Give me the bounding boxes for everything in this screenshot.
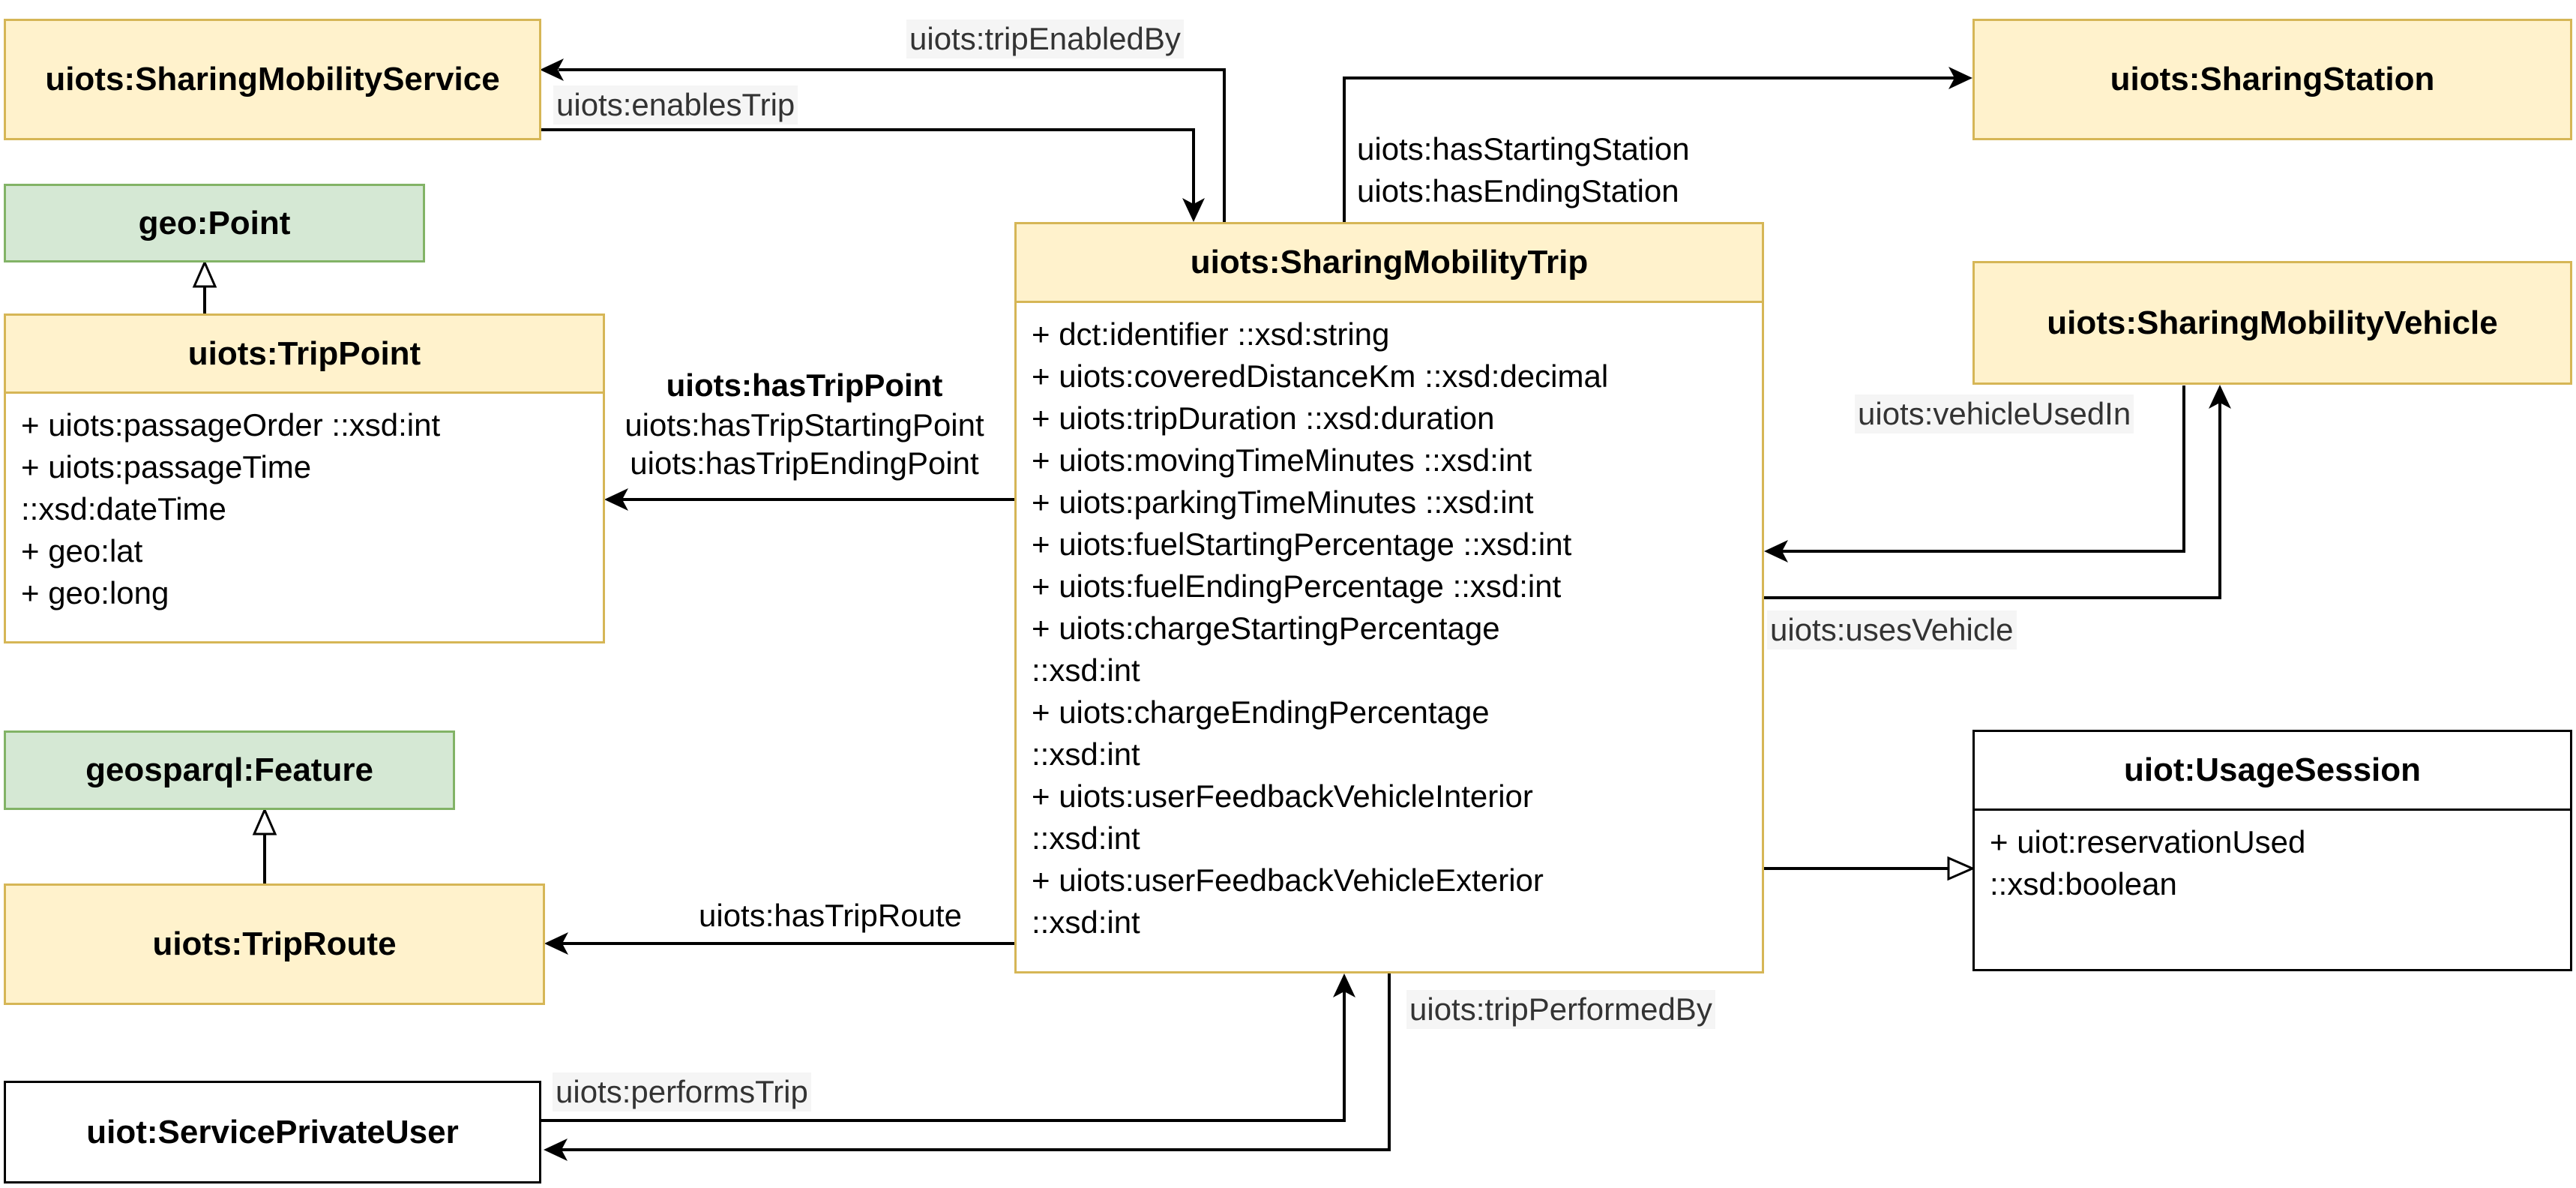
class-sharing-mobility-service[interactable]: uiots:SharingMobilityService — [4, 19, 541, 140]
attribute-line: + uiots:passageTime — [21, 449, 312, 484]
class-sharing-mobility-vehicle[interactable]: uiots:SharingMobilityVehicle — [1972, 261, 2572, 385]
label-has-trip-route: uiots:hasTripRoute — [699, 898, 962, 933]
class-title: uiots:TripRoute — [152, 926, 397, 962]
class-service-private-user[interactable]: uiot:ServicePrivateUser — [4, 1081, 541, 1184]
label-has-trip-starting-point: uiots:hasTripStartingPoint — [625, 407, 984, 442]
arrowhead-user — [544, 1138, 568, 1161]
edge-trip-performed-by — [559, 974, 1391, 1151]
edge-trip-enabled-by — [559, 68, 1226, 222]
hollow-arrow-feature — [252, 807, 277, 836]
class-sharing-mobility-trip[interactable]: uiots:SharingMobilityTrip + dct:identifi… — [1014, 222, 1764, 974]
class-title: geosparql:Feature — [85, 752, 373, 788]
edge-performs-trip — [541, 990, 1346, 1122]
attribute-line: ::xsd:int — [1032, 904, 1140, 940]
edge-station — [1343, 76, 1957, 222]
edge-uses-vehicle — [1764, 400, 2221, 599]
arrowhead-trip-top — [1182, 198, 1205, 222]
attribute-line: + uiots:userFeedbackVehicleExterior — [1032, 862, 1544, 898]
attribute-list: + uiots:passageOrder ::xsd:int+ uiots:pa… — [6, 394, 603, 625]
attribute-list: + uiot:reservationUsed::xsd:boolean — [1975, 811, 2570, 916]
label-performs-trip: uiots:performsTrip — [553, 1072, 811, 1112]
label-has-ending-station: uiots:hasEndingStation — [1357, 173, 1679, 208]
class-geo-point[interactable]: geo:Point — [4, 184, 425, 262]
attribute-line: ::xsd:int — [1032, 736, 1140, 772]
arrowhead-trip-bottom — [1333, 974, 1355, 998]
label-enables-trip: uiots:enablesTrip — [553, 86, 798, 124]
attribute-line: + uiots:userFeedbackVehicleInterior — [1032, 778, 1533, 814]
attribute-line: + uiots:chargeEndingPercentage — [1032, 694, 1490, 730]
class-title: uiots:TripPoint — [6, 316, 603, 394]
label-has-starting-station: uiots:hasStartingStation — [1357, 131, 1690, 166]
class-title: uiots:SharingMobilityTrip — [1017, 224, 1762, 303]
attribute-line: + geo:lat — [21, 533, 143, 568]
label-trip-performed-by: uiots:tripPerformedBy — [1406, 990, 1715, 1029]
attribute-line: + geo:long — [21, 575, 169, 610]
attribute-line: ::xsd:dateTime — [21, 491, 226, 526]
arrowhead-service — [540, 58, 564, 81]
attribute-line: + uiots:parkingTimeMinutes ::xsd:int — [1032, 484, 1534, 520]
label-has-trip-point: uiots:hasTripPoint — [666, 368, 943, 403]
arrowhead-trip-right — [1764, 540, 1788, 562]
edge-enables-trip — [541, 128, 1195, 207]
label-has-trip-ending-point: uiots:hasTripEndingPoint — [630, 446, 979, 481]
attribute-line: ::xsd:boolean — [1990, 866, 2177, 902]
attribute-line: + uiots:passageOrder ::xsd:int — [21, 407, 441, 442]
attribute-line: + uiots:movingTimeMinutes ::xsd:int — [1032, 442, 1532, 478]
hollow-arrow-geo-point — [192, 260, 217, 288]
attribute-line: + uiots:chargeStartingPercentage — [1032, 610, 1500, 646]
class-usage-session[interactable]: uiot:UsageSession + uiot:reservationUsed… — [1972, 730, 2572, 971]
attribute-line: + uiots:tripDuration ::xsd:duration — [1032, 400, 1495, 436]
attribute-list: + dct:identifier ::xsd:string+ uiots:cov… — [1017, 303, 1762, 954]
attribute-line: + dct:identifier ::xsd:string — [1032, 316, 1390, 352]
class-title: uiot:UsageSession — [1975, 732, 2570, 811]
hollow-arrow-usage-session — [1947, 856, 1975, 881]
class-title: uiots:SharingMobilityService — [45, 61, 500, 98]
attribute-line: + uiot:reservationUsed — [1990, 824, 2306, 860]
attribute-line: + uiots:coveredDistanceKm ::xsd:decimal — [1032, 358, 1609, 394]
label-vehicle-used-in: uiots:vehicleUsedIn — [1855, 394, 2134, 434]
class-trip-point[interactable]: uiots:TripPoint + uiots:passageOrder ::x… — [4, 314, 605, 644]
arrowhead-trip-point — [604, 488, 628, 511]
class-title: uiots:SharingStation — [2110, 61, 2435, 98]
class-title: geo:Point — [138, 204, 291, 242]
arrowhead-route — [544, 932, 568, 955]
class-trip-route[interactable]: uiots:TripRoute — [4, 884, 545, 1005]
class-title: uiot:ServicePrivateUser — [86, 1113, 459, 1150]
class-title: uiots:SharingMobilityVehicle — [2047, 304, 2498, 341]
label-trip-enabled-by: uiots:tripEnabledBy — [906, 20, 1184, 58]
class-sharing-station[interactable]: uiots:SharingStation — [1972, 19, 2572, 140]
label-uses-vehicle: uiots:usesVehicle — [1767, 610, 2017, 650]
attribute-line: ::xsd:int — [1032, 652, 1140, 688]
edge-vehicle-used-in — [1780, 386, 2185, 553]
arrowhead-station — [1948, 67, 1972, 89]
attribute-line: + uiots:fuelEndingPercentage ::xsd:int — [1032, 568, 1562, 604]
class-geosparql-feature[interactable]: geosparql:Feature — [4, 730, 455, 810]
attribute-line: ::xsd:int — [1032, 820, 1140, 856]
arrowhead-vehicle — [2209, 385, 2231, 409]
attribute-line: + uiots:fuelStartingPercentage ::xsd:int — [1032, 526, 1572, 562]
